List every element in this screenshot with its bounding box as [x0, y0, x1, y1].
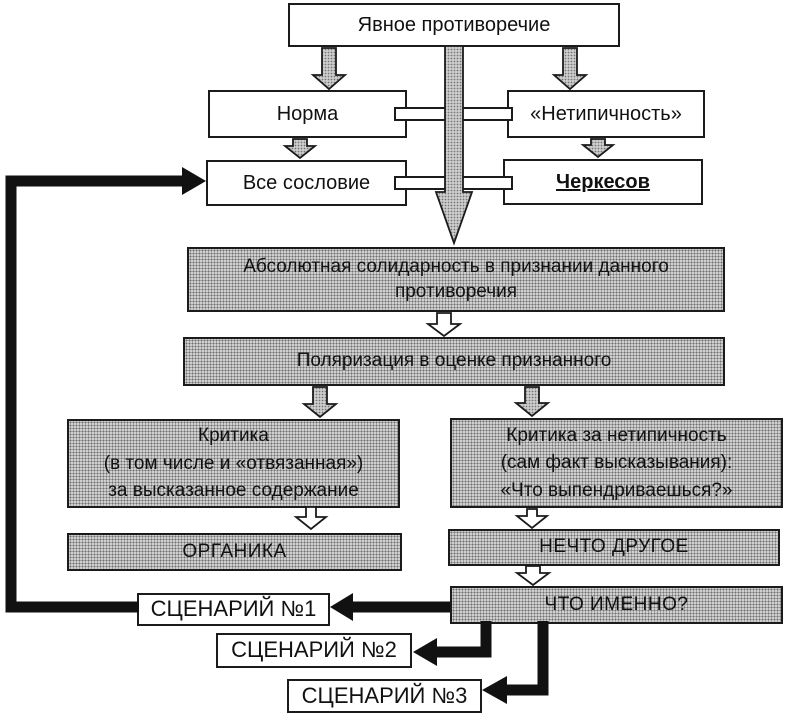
arrowhead-feedback-estate: [182, 167, 206, 195]
arrow-polarization-to-critique-content: [301, 386, 339, 419]
connector-chto-to-scenario3: [506, 621, 549, 696]
arrowhead-scenario2: [413, 638, 437, 666]
arrow-norm-to-estate: [282, 138, 318, 160]
arrow-nechto-to-chto-imenno: [514, 565, 552, 587]
link-bar-estate-cherkesov: [394, 176, 513, 190]
arrow-critique-to-nechto: [514, 508, 550, 530]
node-critique-content: Критика (в том числе и «отвязанная») за …: [67, 419, 400, 508]
link-bar-norm-atypicality: [394, 107, 513, 121]
arrowhead-scenario3: [482, 676, 507, 704]
arrow-top-to-norm: [310, 47, 348, 91]
node-chto-imenno: ЧТО ИМЕННО?: [450, 586, 783, 624]
node-norm: Норма: [208, 90, 407, 138]
node-whole-estate: Все сословие: [206, 160, 407, 206]
connector-chto-to-scenario2: [436, 621, 492, 658]
arrow-polarization-to-critique-atypicality: [513, 386, 551, 418]
node-scenario-1: СЦЕНАРИЙ №1: [137, 593, 330, 626]
node-nechto-drugoe: НЕЧТО ДРУГОЕ: [448, 529, 780, 566]
arrowhead-scenario1: [330, 593, 353, 621]
arrow-atypicality-to-cherkesov: [580, 138, 616, 159]
node-scenario-2: СЦЕНАРИЙ №2: [216, 633, 412, 668]
node-explicit-contradiction: Явное противоречие: [288, 3, 620, 47]
arrow-top-to-atypicality: [551, 47, 589, 91]
node-absolute-solidarity: Абсолютная солидарность в признании данн…: [187, 247, 725, 312]
arrow-main-to-solidarity: [434, 45, 474, 246]
node-scenario-3: СЦЕНАРИЙ №3: [287, 679, 482, 713]
arrow-critique-to-organika: [293, 506, 329, 531]
node-polarization: Поляризация в оценке признанного: [183, 337, 725, 386]
arrow-solidarity-to-polarization: [425, 312, 463, 338]
node-atypicality: «Нетипичность»: [507, 90, 705, 138]
node-critique-atypicality: Критика за нетипичность (сам факт высказ…: [450, 418, 783, 508]
node-cherkesov: Черкесов: [503, 159, 703, 205]
node-organika: ОРГАНИКА: [67, 533, 402, 571]
